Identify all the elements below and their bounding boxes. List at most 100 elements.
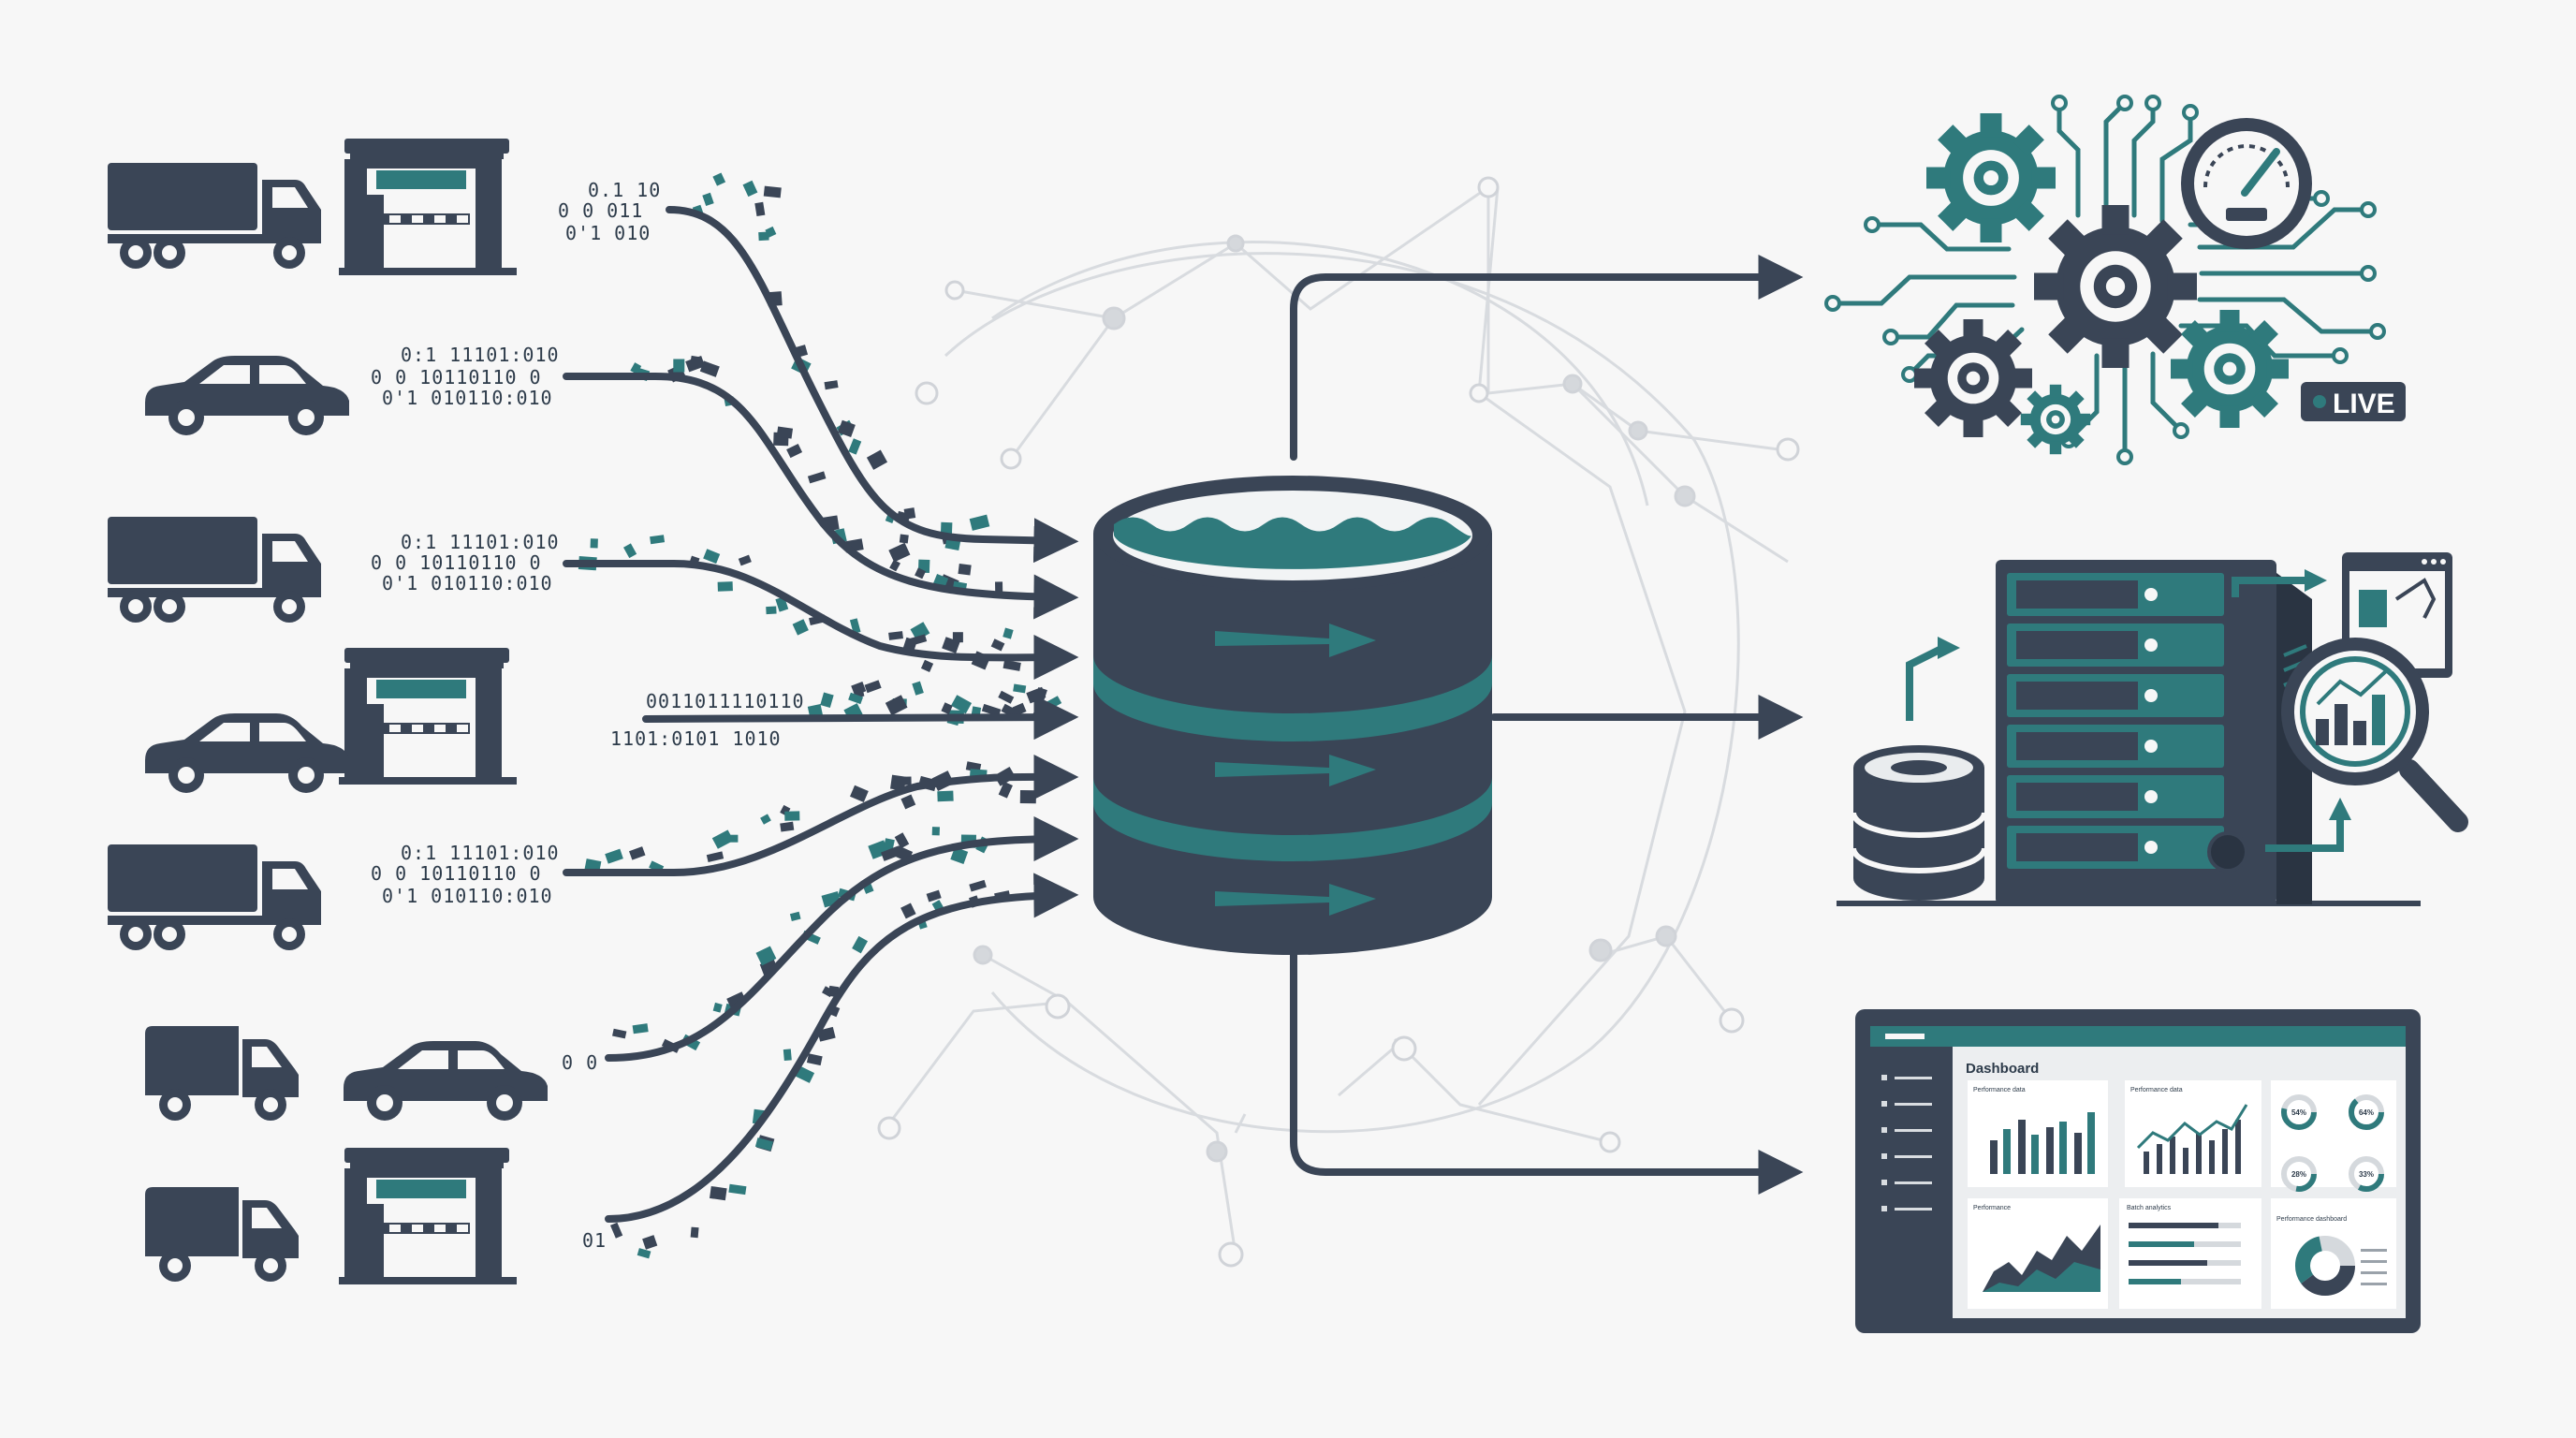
van-icon [145, 1026, 299, 1121]
truck-icon [145, 1187, 299, 1282]
data-particle [890, 774, 906, 791]
gear-icon [1914, 319, 2032, 437]
data-particle [632, 1023, 649, 1034]
data-particle [850, 785, 869, 803]
live-label: LIVE [2333, 389, 2395, 419]
bits-text: 0.1 10 [588, 179, 661, 201]
bits-text: 0'1 010110:010 [382, 572, 553, 594]
gauge-value: 64% [2359, 1108, 2374, 1117]
data-particle [642, 1235, 658, 1250]
data-particle [699, 360, 720, 377]
data-particle [792, 619, 809, 636]
data-particle [864, 680, 882, 694]
data-particle [849, 618, 861, 634]
data-particle [888, 631, 903, 640]
data-particle [888, 542, 911, 563]
data-particle [726, 991, 747, 1008]
data-particle [738, 554, 752, 566]
bits-text: 0'1 010110:010 [382, 885, 553, 907]
bits-text: 0 0 10110110 0 [371, 366, 542, 389]
bits-text: 0:1 11101:010 [401, 842, 560, 864]
data-particle [758, 231, 769, 242]
data-particle [623, 543, 637, 559]
car-icon [344, 1041, 548, 1121]
data-particle [637, 1248, 651, 1259]
data-particle [712, 172, 726, 186]
gear-icon [2171, 310, 2289, 428]
bits-text: 0 0 [562, 1051, 598, 1074]
ingest-flows [563, 206, 1079, 1223]
data-particle [673, 359, 685, 373]
data-particle [969, 514, 990, 531]
data-particle [789, 911, 801, 921]
data-particle [776, 426, 794, 439]
panel-title: Performance data [2130, 1087, 2183, 1093]
data-particle [806, 1053, 823, 1066]
bits-text: 0 0 10110110 0 [371, 551, 542, 574]
bits-text: 0:1 11101:010 [401, 344, 560, 366]
data-particle [889, 559, 900, 572]
dashboard-monitor: Dashboard Performance data Performance d… [1855, 1009, 2421, 1333]
dashboard-title: Dashboard [1966, 1061, 2039, 1077]
background-network-nodes [877, 176, 1800, 1268]
bits-text: 0'1 010110:010 [382, 387, 553, 409]
data-particle [900, 794, 916, 810]
data-particle [907, 634, 928, 647]
bits-text: 01 [582, 1229, 607, 1252]
data-particle [824, 380, 839, 390]
speedometer-icon [2181, 118, 2312, 249]
data-particle [605, 848, 623, 864]
data-particle [1003, 627, 1014, 639]
data-particle [610, 1222, 623, 1239]
toll-gate-icon [339, 648, 517, 785]
data-particle [981, 703, 1002, 717]
data-particle [1042, 696, 1062, 712]
data-particle [706, 851, 724, 862]
data-particle [685, 355, 706, 373]
data-particle [912, 681, 924, 696]
data-particle [969, 879, 987, 892]
data-particle [763, 948, 774, 959]
data-particle [786, 443, 803, 459]
data-particle [900, 902, 916, 919]
data-particle [894, 832, 910, 849]
panel-title: Performance data [1973, 1087, 2026, 1093]
data-particle [915, 567, 927, 580]
car-icon [145, 713, 349, 793]
data-particle [941, 702, 953, 715]
data-particle [950, 846, 969, 864]
data-particle [709, 1186, 727, 1201]
gauge-value: 54% [2291, 1108, 2306, 1117]
toll-gate-icon [339, 139, 517, 275]
data-particle [998, 690, 1015, 704]
data-particle [852, 935, 869, 954]
panel-title: Batch analytics [2127, 1205, 2172, 1211]
data-particle [1003, 659, 1021, 671]
truck-icon [108, 163, 321, 269]
data-particle [926, 889, 942, 902]
output-flows [1290, 255, 1804, 1195]
data-particle [880, 845, 901, 861]
toll-gate-icon [339, 1148, 517, 1284]
gear-icon [1926, 113, 2056, 242]
server-rack-icon [1837, 552, 2468, 906]
live-badge: LIVE [2301, 382, 2406, 421]
data-particle [728, 1183, 747, 1196]
data-particle [1019, 790, 1036, 804]
data-particle [937, 790, 954, 802]
data-particle [848, 438, 862, 455]
data-particle [885, 695, 908, 716]
data-particle [754, 1137, 773, 1152]
data-particle [717, 581, 733, 592]
data-particle [807, 471, 827, 484]
data-particle [711, 829, 734, 849]
data-particle [940, 521, 953, 535]
data-particle [995, 581, 1003, 593]
data-particle [629, 846, 646, 860]
flow-arrow-icon [1215, 624, 1376, 916]
data-particle [971, 706, 982, 716]
bits-text: 0:1 11101:010 [401, 531, 560, 553]
panel-title: Performance dashboard [2276, 1216, 2347, 1223]
data-particle [765, 226, 777, 238]
gears-circuit-icon: LIVE [1824, 95, 2406, 465]
